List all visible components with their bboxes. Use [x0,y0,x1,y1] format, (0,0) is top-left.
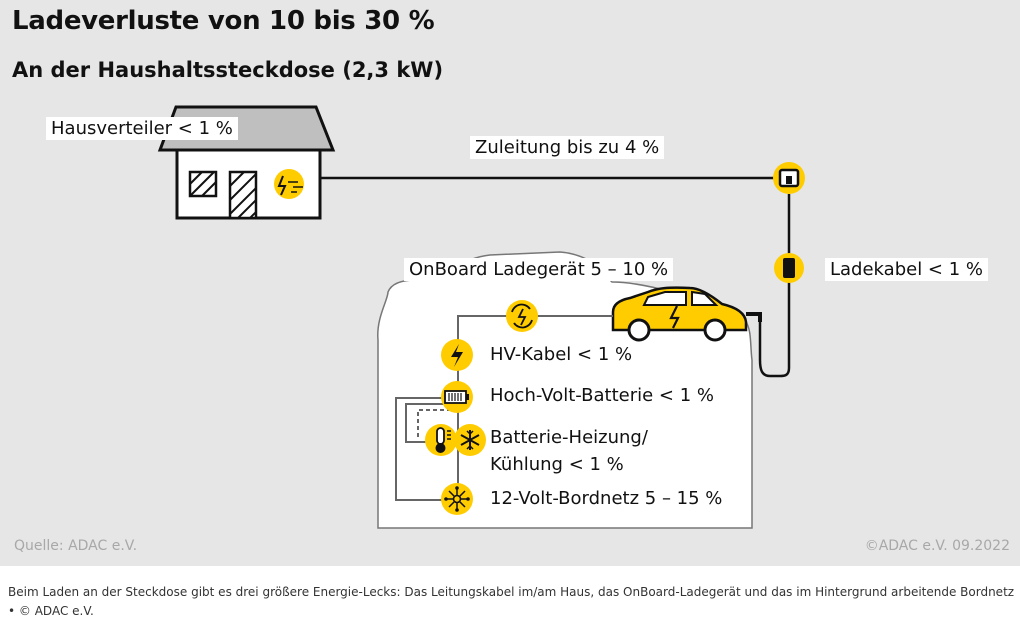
snowflake-icon [454,424,486,456]
diagram-canvas [157,105,805,529]
door-icon [228,170,258,220]
battery-icon [441,381,473,413]
source-note: Quelle: ADAC e.V. [14,538,138,554]
label-bordnetz: 12-Volt-Bordnetz 5 – 15 % [490,488,723,509]
label-onboard-charger: OnBoard Ladegerät 5 – 10 % [404,258,674,281]
thermometer-icon [425,424,457,456]
car-icon [611,286,748,342]
socket-icon [773,162,805,194]
label-zuleitung: Zuleitung bis zu 4 % [470,136,665,159]
car-plug [746,312,762,322]
label-hv-kabel: HV-Kabel < 1 % [490,344,633,365]
bordnetz-wiring [395,397,458,501]
fusebox-icon [274,169,304,199]
window-icon [188,170,218,198]
label-ladekabel: Ladekabel < 1 % [825,258,988,281]
network-icon [441,483,473,515]
page-subtitle: An der Haushaltssteckdose (2,3 kW) [12,58,444,82]
label-heizung-line1: Batterie-Heizung/ [490,427,648,448]
plug-icon [774,253,804,283]
charger-icon [506,300,538,332]
page-title: Ladeverluste von 10 bis 30 % [12,6,435,36]
image-credit: • © ADAC e.V. [8,604,94,618]
label-hausverteiler: Hausverteiler < 1 % [46,117,238,140]
cooling-wiring [417,409,458,440]
label-heizung-line2: Kühlung < 1 % [490,454,624,475]
image-caption: Beim Laden an der Steckdose gibt es drei… [8,585,1015,599]
label-hv-batterie: Hoch-Volt-Batterie < 1 % [490,385,714,406]
bolt-icon [441,339,473,371]
charging-cable [758,194,791,378]
heating-wiring [405,403,458,443]
copyright-note: ©ADAC e.V. 09.2022 [864,538,1010,554]
